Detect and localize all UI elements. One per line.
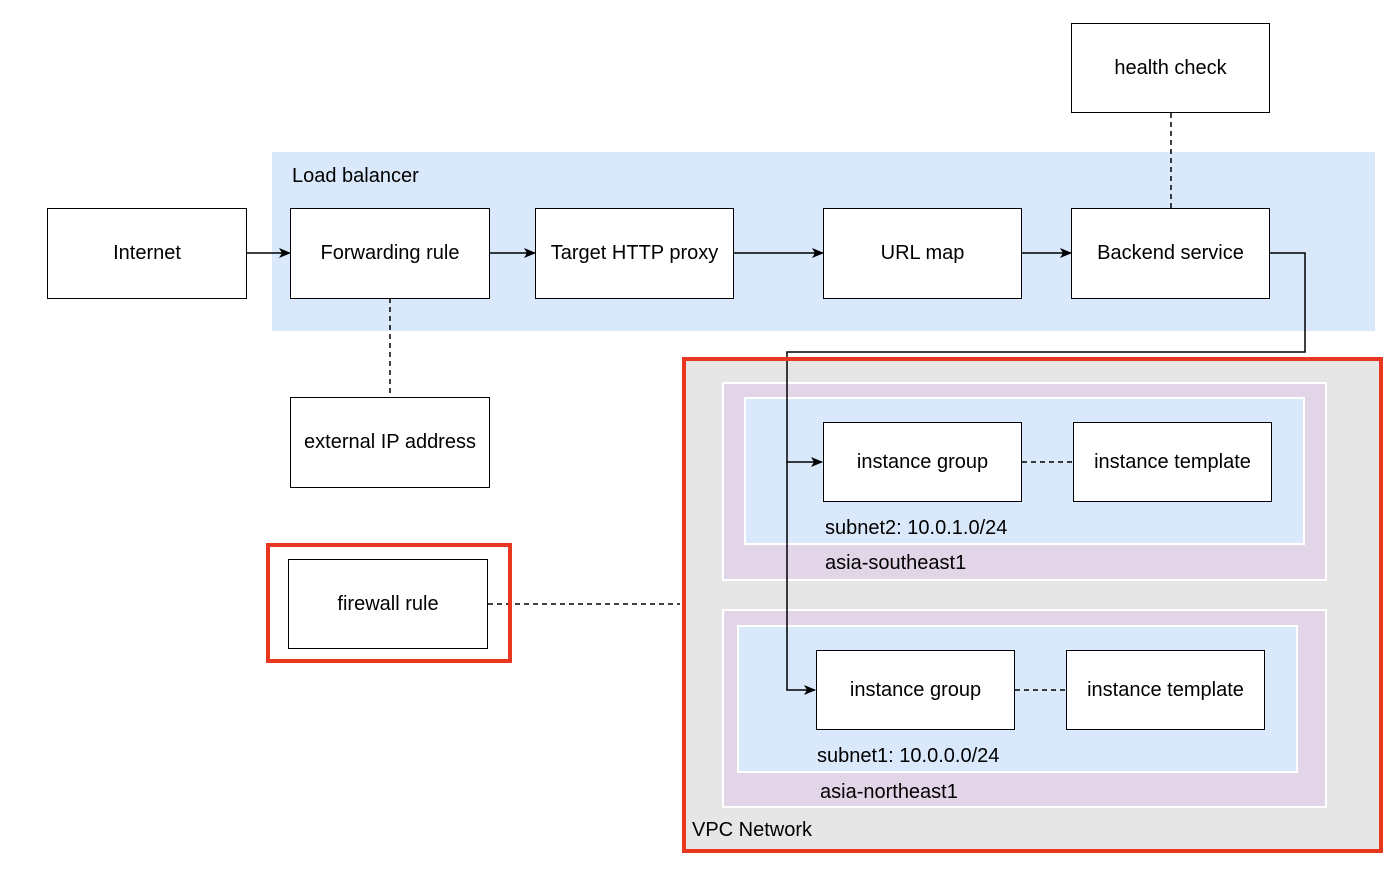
subnet1-label: subnet1: 10.0.0.0/24 xyxy=(817,745,1000,767)
vpc-network-label: VPC Network xyxy=(692,819,813,841)
edge-backend-service-instance-group-northeast xyxy=(786,462,816,695)
firewall-rule-highlight xyxy=(266,543,512,663)
edge-backend-service-instance-group-southeast xyxy=(786,252,1306,467)
instance-group-southeast-node[interactable]: instance group xyxy=(823,422,1022,502)
instance-template-northeast-node[interactable]: instance template xyxy=(1066,650,1265,730)
region-asia-northeast1-label: asia-northeast1 xyxy=(820,781,958,803)
backend-service-node[interactable]: Backend service xyxy=(1071,208,1270,299)
health-check-node[interactable]: health check xyxy=(1071,23,1270,113)
instance-group-northeast-node[interactable]: instance group xyxy=(816,650,1015,730)
external-ip-address-node[interactable]: external IP address xyxy=(290,397,490,488)
internet-node[interactable]: Internet xyxy=(47,208,247,299)
load-balancer-label: Load balancer xyxy=(292,165,419,187)
instance-template-southeast-node[interactable]: instance template xyxy=(1073,422,1272,502)
firewall-rule-node[interactable]: firewall rule xyxy=(288,559,488,649)
forwarding-rule-node[interactable]: Forwarding rule xyxy=(290,208,490,299)
target-http-proxy-node[interactable]: Target HTTP proxy xyxy=(535,208,734,299)
vpc-network-highlight xyxy=(682,357,1383,853)
url-map-node[interactable]: URL map xyxy=(823,208,1022,299)
subnet2-label: subnet2: 10.0.1.0/24 xyxy=(825,517,1008,539)
region-asia-southeast1-label: asia-southeast1 xyxy=(825,552,967,574)
